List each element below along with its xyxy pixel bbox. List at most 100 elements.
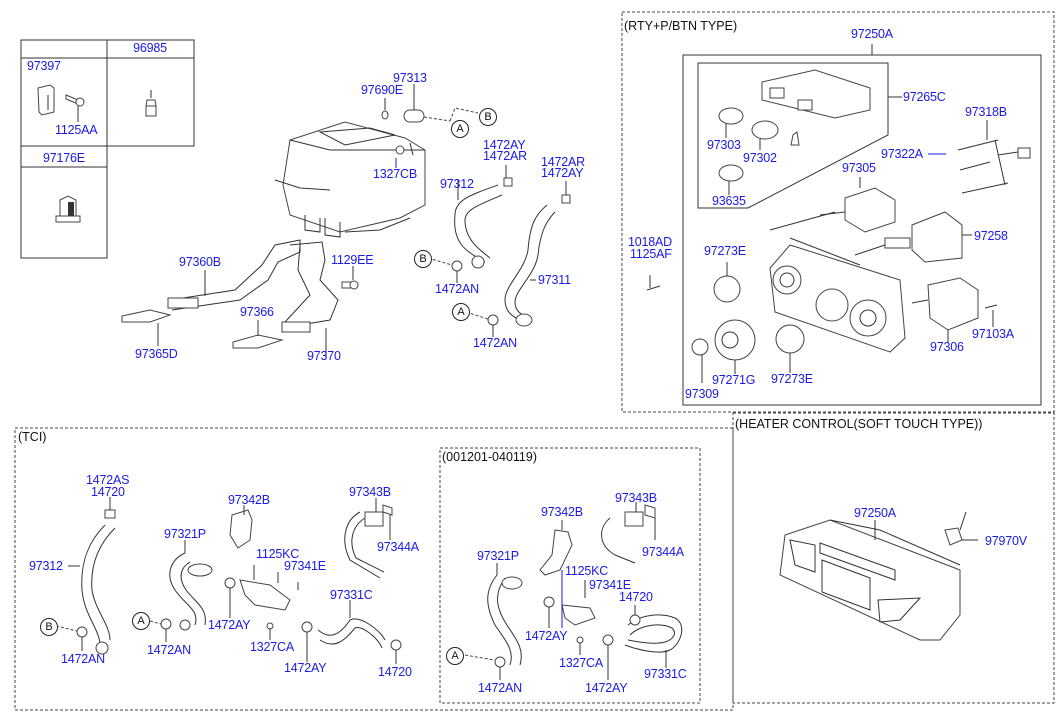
rty-assembly-box [682, 44, 1042, 406]
part-label-1472an-tci-b[interactable]: 1472AN [61, 652, 105, 666]
bracket-97397-drawing [37, 84, 55, 116]
section-title-soft-touch: (HEATER CONTROL(SOFT TOUCH TYPE)) [735, 417, 983, 431]
section-title-rty: (RTY+P/BTN TYPE) [624, 19, 738, 33]
screw-1018ad-drawing [646, 275, 661, 291]
part-label-97321p-tci[interactable]: 97321P [164, 527, 206, 541]
part-label-97397[interactable]: 97397 [27, 59, 61, 73]
part-label-97365d[interactable]: 97365D [135, 347, 178, 361]
part-label-97271g[interactable]: 97271G [712, 373, 756, 387]
section-title-tci: (TCI) [18, 430, 47, 444]
part-label-97303[interactable]: 97303 [707, 138, 741, 152]
part-label-97366[interactable]: 97366 [240, 305, 274, 319]
part-label-1472ay-date-right[interactable]: 1472AY [585, 681, 628, 695]
part-label-1327ca-tci[interactable]: 1327CA [250, 640, 294, 654]
part-label-14720-tci-bottom[interactable]: 14720 [378, 665, 412, 679]
section-title-date-range: (001201-040119) [442, 450, 537, 464]
part-label-1472ay-b[interactable]: 1472AY [541, 166, 584, 180]
tci-sensor-97343b-drawing [344, 498, 393, 579]
date-hose-97321p-drawing [464, 563, 523, 680]
part-label-97250a-rty[interactable]: 97250A [851, 27, 893, 41]
callout-b-tci: B [40, 618, 58, 636]
part-label-97343b-date[interactable]: 97343B [615, 491, 657, 505]
part-label-1472ar-a[interactable]: 1472AR [483, 149, 527, 163]
part-label-97322a[interactable]: 97322A [881, 147, 923, 161]
soft-touch-panel-drawing [779, 519, 961, 641]
part-label-97370[interactable]: 97370 [307, 349, 341, 363]
part-label-97250a-soft-touch[interactable]: 97250A [854, 506, 896, 520]
part-label-1472an-a[interactable]: 1472AN [473, 336, 517, 350]
part-label-1472ar-b[interactable]: 1472AR [541, 155, 585, 169]
blower-switch-97306-drawing [911, 277, 979, 342]
part-label-97302[interactable]: 97302 [743, 151, 777, 165]
sensor-96985-drawing [145, 90, 157, 117]
part-label-1472an-date[interactable]: 1472AN [478, 681, 522, 695]
part-label-14720-date[interactable]: 14720 [619, 590, 653, 604]
part-label-97344a-date[interactable]: 97344A [642, 545, 684, 559]
part-label-97313[interactable]: 97313 [393, 71, 427, 85]
part-label-1125kc-tci[interactable]: 1125KC [256, 547, 300, 561]
vent-97365d-drawing [121, 309, 172, 346]
part-label-1129ee[interactable]: 1129EE [331, 253, 374, 267]
part-label-14720-tci-top[interactable]: 14720 [91, 485, 125, 499]
actuator-97305-drawing [769, 177, 896, 233]
hose-97312-drawing [454, 165, 513, 269]
part-label-96985[interactable]: 96985 [133, 41, 167, 55]
resistor-97176e-drawing [55, 195, 81, 223]
part-label-97970v[interactable]: 97970V [985, 534, 1027, 548]
screw-1125aa-drawing [65, 94, 85, 122]
part-label-97341e-date[interactable]: 97341E [589, 578, 631, 592]
part-label-1125aa[interactable]: 1125AA [55, 123, 98, 137]
part-label-97306[interactable]: 97306 [930, 340, 964, 354]
callout-b-hose: B [414, 250, 432, 268]
screw-97103a-drawing [984, 304, 998, 327]
callout-a-main: A [451, 120, 469, 138]
part-label-1125kc-date[interactable]: 1125KC [565, 564, 609, 578]
part-label-1327cb[interactable]: 1327CB [373, 167, 417, 181]
part-label-1018ad[interactable]: 1018AD [628, 235, 672, 249]
part-label-97341e-tci[interactable]: 97341E [284, 559, 326, 573]
part-label-97343b-tci[interactable]: 97343B [349, 485, 391, 499]
part-label-1472ay-tci-right[interactable]: 1472AY [284, 661, 327, 675]
part-label-97318b[interactable]: 97318B [965, 105, 1007, 119]
part-label-97273e-bottom[interactable]: 97273E [771, 372, 813, 386]
part-label-1472as[interactable]: 1472AS [86, 473, 130, 487]
part-label-97312-tci[interactable]: 97312 [29, 559, 63, 573]
part-label-97265c[interactable]: 97265C [903, 90, 946, 104]
part-label-97342b-date[interactable]: 97342B [541, 505, 583, 519]
callout-a-date: A [446, 647, 464, 665]
part-label-97321p-date[interactable]: 97321P [477, 549, 519, 563]
part-label-97312[interactable]: 97312 [440, 177, 474, 191]
part-label-1472an-tci-a[interactable]: 1472AN [147, 643, 191, 657]
part-label-97305[interactable]: 97305 [842, 161, 876, 175]
part-label-1472ay-tci-left[interactable]: 1472AY [208, 618, 251, 632]
part-label-97690e[interactable]: 97690E [361, 83, 403, 97]
tci-hose-97331c-drawing [317, 600, 402, 664]
date-sensor-97343b-drawing [601, 502, 656, 564]
vent-97366-drawing [232, 320, 284, 349]
sensor-97970v-drawing [944, 511, 978, 546]
part-label-97311[interactable]: 97311 [538, 273, 571, 287]
date-bracket-97342b-drawing [539, 520, 614, 680]
part-label-97309[interactable]: 97309 [685, 387, 719, 401]
part-label-97273e-top[interactable]: 97273E [704, 244, 746, 258]
part-label-1327ca-date[interactable]: 1327CA [559, 656, 603, 670]
lens-drawings [718, 107, 800, 195]
part-label-97331c-date[interactable]: 97331C [644, 667, 687, 681]
harness-97318b-drawing [928, 120, 1031, 194]
part-label-97342b-tci[interactable]: 97342B [228, 493, 270, 507]
part-label-1472ay-a[interactable]: 1472AY [483, 138, 526, 152]
part-label-1125af[interactable]: 1125AF [630, 247, 672, 261]
part-label-97344a-tci[interactable]: 97344A [377, 540, 419, 554]
part-label-97360b[interactable]: 97360B [179, 255, 221, 269]
part-label-93635[interactable]: 93635 [712, 194, 746, 208]
date-frame [439, 447, 701, 704]
part-label-97103a[interactable]: 97103A [972, 327, 1014, 341]
part-label-97258[interactable]: 97258 [974, 229, 1008, 243]
part-label-1472ay-date-left[interactable]: 1472AY [525, 629, 568, 643]
part-label-97331c-tci[interactable]: 97331C [330, 588, 373, 602]
tci-frame [14, 427, 734, 711]
callout-a-tci: A [132, 612, 150, 630]
bolt-1129ee-drawing [341, 266, 359, 290]
part-label-97176e[interactable]: 97176E [43, 151, 85, 165]
part-label-1472an-b[interactable]: 1472AN [435, 282, 479, 296]
